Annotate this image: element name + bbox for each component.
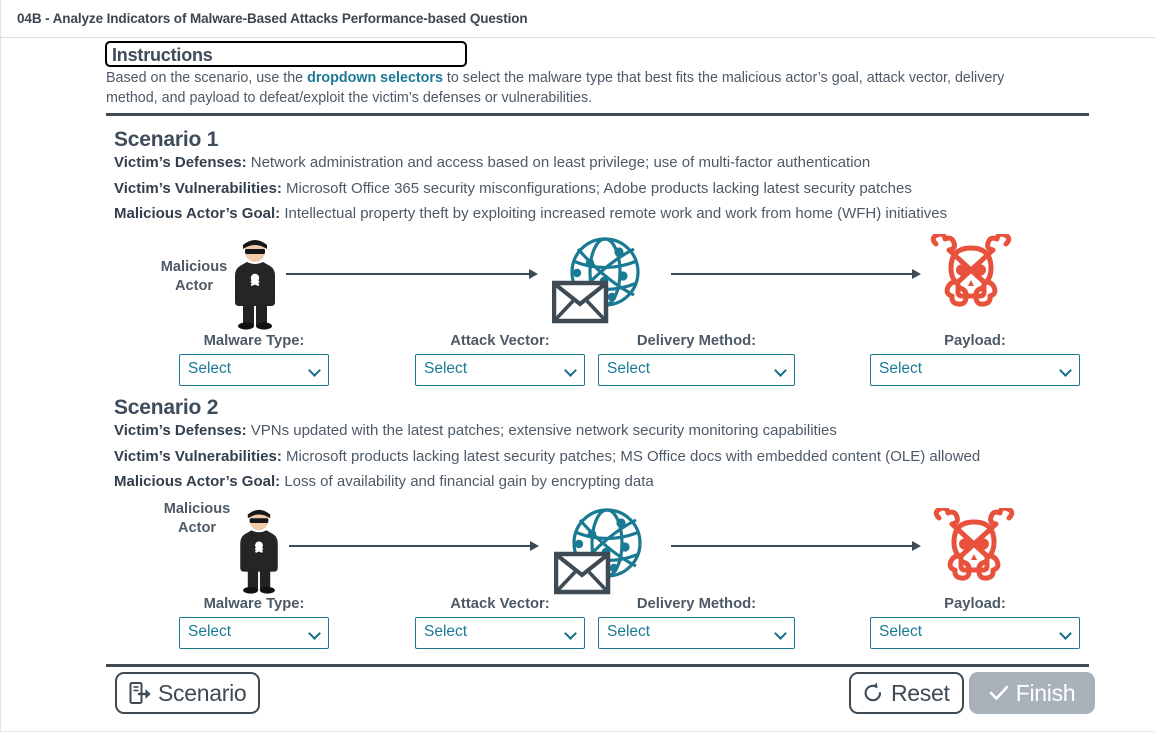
scenario-1-vulnerabilities-text: Microsoft Office 365 security misconfigu… (281, 180, 912, 197)
scenario-2-hacker-icon (231, 508, 287, 599)
scenario-1-hacker-icon (227, 238, 283, 335)
check-icon (989, 684, 1009, 702)
divider-top (106, 113, 1089, 116)
scenario-2-goal-text: Loss of availability and financial gain … (280, 473, 654, 490)
scenario-document-icon (129, 681, 151, 705)
scenario-2-attack-vector-select[interactable]: Select (415, 617, 585, 649)
scenario-2-delivery-method-value: Select (607, 623, 651, 640)
scenario-2-payload-value: Select (879, 623, 923, 640)
chevron-down-icon (308, 364, 321, 377)
chevron-down-icon (774, 627, 787, 640)
scenario-2-attack-vector-label: Attack Vector: (450, 596, 550, 612)
scenario-1-attack-vector-value: Select (424, 360, 468, 377)
scenario-2-payload-skull-icon (929, 505, 1019, 593)
scenario-2-payload-select[interactable]: Select (870, 617, 1080, 649)
scenario-2-delivery-method-label: Delivery Method: (636, 596, 757, 612)
scenario-2-goal: Malicious Actor’s Goal: Loss of availabi… (114, 473, 654, 490)
instructions-highlight: dropdown selectors (307, 70, 443, 86)
scenario-1-delivery-method-value: Select (607, 360, 651, 377)
scenario-1-malware-type-label: Malware Type: (203, 333, 305, 349)
scenario-1-goal-text: Intellectual property theft by exploitin… (280, 205, 948, 222)
scenario-1-arrow-2 (671, 268, 921, 280)
scenario-1-defenses-label: Victim’s Defenses: (114, 154, 247, 171)
scenario-2-defenses-text: VPNs updated with the latest patches; ex… (246, 422, 837, 439)
scenario-2-arrow-2 (671, 540, 921, 552)
scenario-2-malware-type-label: Malware Type: (203, 596, 305, 612)
scenario-1-attack-vector-select[interactable]: Select (415, 354, 585, 386)
scenario-2-goal-label: Malicious Actor’s Goal: (114, 473, 281, 490)
scenario-1-defenses: Victim’s Defenses: Network administratio… (114, 154, 870, 171)
scenario-2-network-email-icon (553, 506, 646, 601)
chevron-down-icon (564, 364, 577, 377)
scenario-2-attack-vector-value: Select (424, 623, 468, 640)
scenario-1-payload-label: Payload: (944, 333, 1006, 349)
scenario-1-defenses-text: Network administration and access based … (246, 154, 871, 171)
scenario-1-vulnerabilities-label: Victim’s Vulnerabilities: (114, 180, 282, 197)
scenario-2-title: Scenario 2 (114, 396, 219, 419)
scenario-2-delivery-method-select[interactable]: Select (598, 617, 795, 649)
scenario-1-payload-select[interactable]: Select (870, 354, 1080, 386)
scenario-1-goal-label: Malicious Actor’s Goal: (114, 205, 281, 222)
scenario-button-label: Scenario (158, 679, 247, 706)
chevron-down-icon (308, 627, 321, 640)
divider-bottom (106, 664, 1089, 667)
scenario-button[interactable]: Scenario (115, 672, 261, 714)
chevron-down-icon (1059, 627, 1072, 640)
scenario-1-malware-type-value: Select (188, 360, 232, 377)
scenario-2-vulnerabilities: Victim’s Vulnerabilities: Microsoft prod… (114, 448, 980, 465)
scenario-1-arrow-1 (286, 268, 538, 280)
instructions-text: Based on the scenario, use the dropdown … (106, 69, 1046, 108)
scenario-1-vulnerabilities: Victim’s Vulnerabilities: Microsoft Offi… (114, 180, 912, 197)
finish-button-label: Finish (1015, 679, 1076, 706)
instructions-text-part1: Based on the scenario, use the (106, 70, 308, 86)
scenario-2-vulnerabilities-label: Victim’s Vulnerabilities: (114, 448, 282, 465)
reset-icon (863, 682, 884, 704)
reset-button[interactable]: Reset (849, 672, 964, 714)
page-title: 04B - Analyze Indicators of Malware-Base… (17, 11, 528, 26)
scenario-1-delivery-method-label: Delivery Method: (636, 333, 757, 349)
chevron-down-icon (774, 364, 787, 377)
chevron-down-icon (1059, 364, 1072, 377)
finish-button[interactable]: Finish (969, 672, 1095, 714)
scenario-2-payload-label: Payload: (944, 596, 1006, 612)
scenario-2-malware-type-select[interactable]: Select (179, 617, 329, 649)
instructions-heading: Instructions (112, 45, 213, 65)
app-header: 04B - Analyze Indicators of Malware-Base… (1, 0, 1155, 38)
scenario-2-defenses: Victim’s Defenses: VPNs updated with the… (114, 422, 837, 439)
instructions-box: Instructions (105, 41, 467, 67)
scenario-2-defenses-label: Victim’s Defenses: (114, 422, 247, 439)
chevron-down-icon (564, 627, 577, 640)
scenario-1-network-email-icon (551, 235, 644, 330)
reset-button-label: Reset (891, 679, 950, 706)
scenario-1-title: Scenario 1 (114, 128, 219, 151)
instructions-text-part2: to select the malware type that best fit… (106, 70, 1005, 106)
scenario-1-delivery-method-select[interactable]: Select (598, 354, 795, 386)
scenario-2-vulnerabilities-text: Microsoft products lacking latest securi… (281, 448, 981, 465)
scenario-1-payload-skull-icon (926, 231, 1016, 319)
scenario-1-payload-value: Select (879, 360, 923, 377)
scenario-1-attack-vector-label: Attack Vector: (450, 333, 550, 349)
scenario-1-goal: Malicious Actor’s Goal: Intellectual pro… (114, 205, 947, 222)
scenario-1-malware-type-select[interactable]: Select (179, 354, 329, 386)
scenario-2-arrow-1 (289, 540, 539, 552)
scenario-2-malware-type-value: Select (188, 623, 232, 640)
